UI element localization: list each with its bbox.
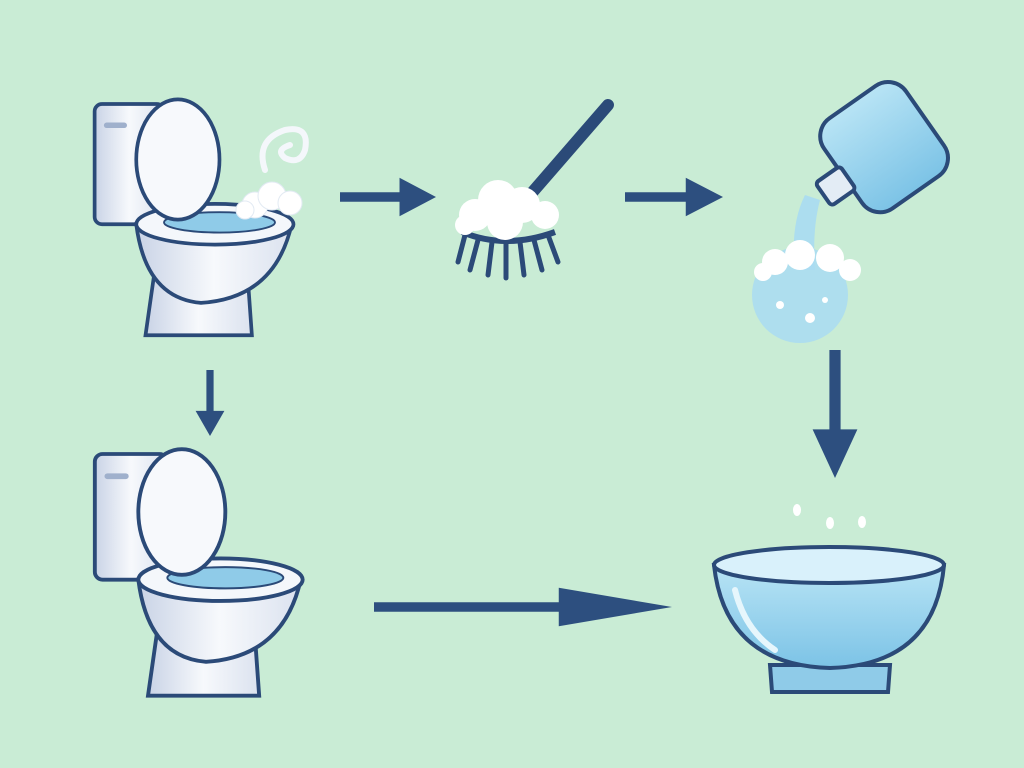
water-bowl-icon: [711, 504, 947, 694]
toilet-open-lid-icon: [92, 97, 309, 338]
cleaner-bottle-pouring-icon: [752, 80, 950, 343]
toilet-brush-icon: [455, 99, 614, 281]
